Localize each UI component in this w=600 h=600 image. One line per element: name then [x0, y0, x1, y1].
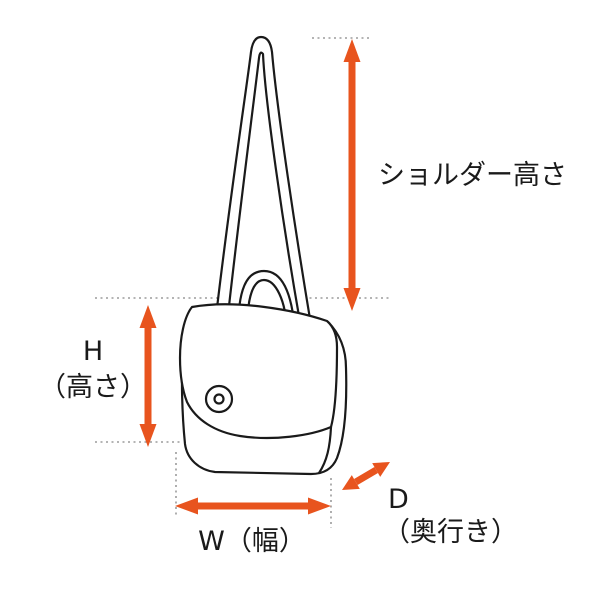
width-label: W（幅） — [198, 526, 306, 557]
depth-arrow — [342, 462, 390, 490]
height-arrow — [139, 305, 157, 447]
height-label: H — [83, 336, 103, 367]
shoulder-height-arrow — [343, 39, 361, 311]
shoulder-height-arrowhead-top — [343, 39, 361, 62]
depth-arrowhead-lower — [342, 475, 360, 490]
width-arrowhead-right — [308, 497, 331, 515]
shoulder-height-label: ショルダー高さ — [378, 160, 567, 191]
shoulder-strap-inner-edge — [227, 51, 302, 324]
height-sublabel: （高さ） — [39, 372, 147, 403]
top-handle — [236, 269, 297, 334]
bag-front-edge — [317, 425, 333, 475]
depth-sublabel: （奥行き） — [383, 517, 518, 548]
width-arrow — [175, 497, 331, 515]
bag-flap — [178, 303, 339, 440]
height-arrowhead-top — [139, 305, 157, 328]
height-arrowhead-bottom — [139, 424, 157, 447]
depth-arrowhead-upper — [372, 462, 390, 477]
depth-label: D — [388, 484, 409, 515]
width-arrowhead-left — [175, 497, 198, 515]
shoulder-strap — [215, 35, 313, 327]
clasp-button-center — [213, 393, 225, 405]
depth-arrow-shaft — [354, 466, 378, 486]
shoulder-height-arrowhead-bottom — [343, 288, 361, 311]
